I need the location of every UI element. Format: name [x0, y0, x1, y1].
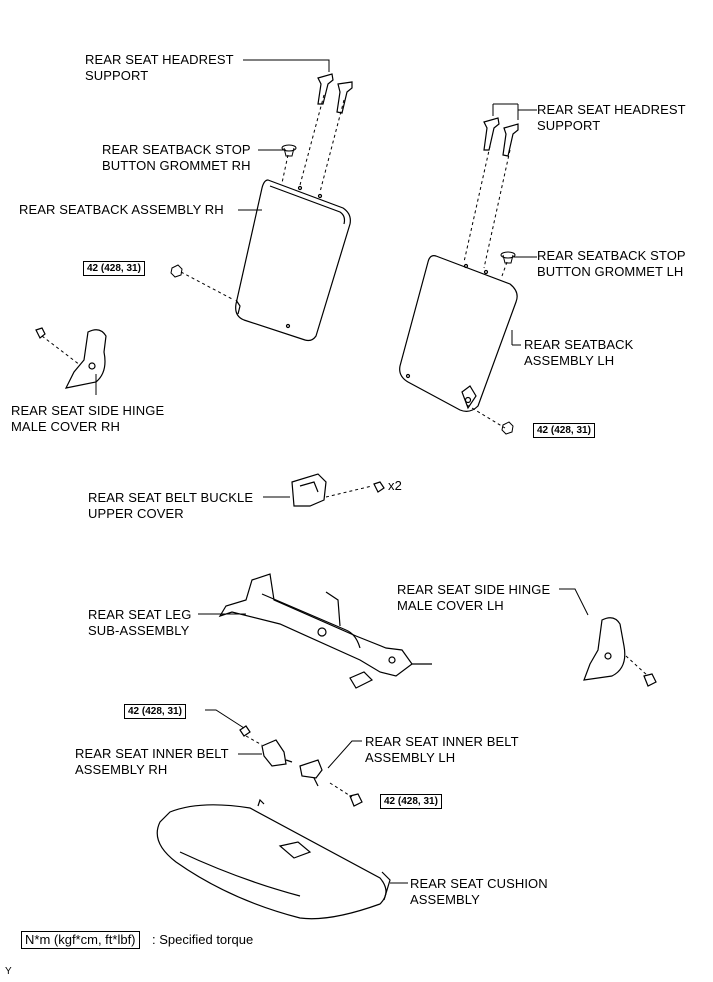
label-buckle-cover: REAR SEAT BELT BUCKLE UPPER COVER — [88, 490, 254, 521]
seat-cushion-part — [156, 798, 391, 920]
corner-mark: Y — [5, 966, 12, 977]
legend-torque-text: : Specified torque — [152, 932, 254, 947]
inner-belt-rh-part — [239, 725, 293, 767]
torque-spec-inner-belt-lh: 42 (428, 31) — [380, 794, 442, 809]
hinge-cover-rh-part — [35, 327, 107, 389]
torque-spec-seatback-lh: 42 (428, 31) — [533, 423, 595, 438]
headrest-support-lh-part — [483, 117, 519, 157]
nut-lh-part — [501, 421, 514, 435]
label-inner-belt-lh: REAR SEAT INNER BELT ASSEMBLY LH — [365, 734, 519, 765]
dashed-guides — [41, 94, 649, 798]
legend-torque-unit-box: N*m (kgf*cm, ft*lbf) — [21, 931, 140, 949]
label-seat-leg: REAR SEAT LEG SUB-ASSEMBLY — [88, 607, 192, 638]
label-quantity-x2: x2 — [388, 478, 402, 493]
stop-grommet-lh-part — [500, 251, 516, 264]
buckle-cover-part — [291, 473, 385, 507]
label-hinge-cover-rh: REAR SEAT SIDE HINGE MALE COVER RH — [11, 403, 165, 434]
label-seatback-lh: REAR SEATBACK ASSEMBLY LH — [524, 337, 634, 368]
label-headrest-support-rh: REAR SEAT HEADREST SUPPORT — [85, 52, 234, 83]
inner-belt-lh-part — [299, 759, 363, 807]
label-inner-belt-rh: REAR SEAT INNER BELT ASSEMBLY RH — [75, 746, 229, 777]
label-seat-cushion: REAR SEAT CUSHION ASSEMBLY — [410, 876, 548, 907]
label-stop-grommet-lh: REAR SEATBACK STOP BUTTON GROMMET LH — [537, 248, 686, 279]
seat-leg-part — [218, 573, 432, 689]
torque-spec-seatback-rh: 42 (428, 31) — [83, 261, 145, 276]
headrest-support-rh-part — [317, 73, 353, 114]
label-headrest-support-lh: REAR SEAT HEADREST SUPPORT — [537, 102, 686, 133]
hinge-cover-lh-part — [583, 617, 657, 687]
seatback-lh-part — [399, 255, 518, 412]
label-hinge-cover-lh: REAR SEAT SIDE HINGE MALE COVER LH — [397, 582, 551, 613]
stop-grommet-rh-part — [281, 144, 297, 157]
nut-rh-part — [170, 264, 183, 278]
torque-spec-inner-belt-rh: 42 (428, 31) — [124, 704, 186, 719]
label-stop-grommet-rh: REAR SEATBACK STOP BUTTON GROMMET RH — [102, 142, 251, 173]
label-seatback-rh: REAR SEATBACK ASSEMBLY RH — [19, 202, 224, 217]
seatback-rh-part — [235, 179, 351, 342]
